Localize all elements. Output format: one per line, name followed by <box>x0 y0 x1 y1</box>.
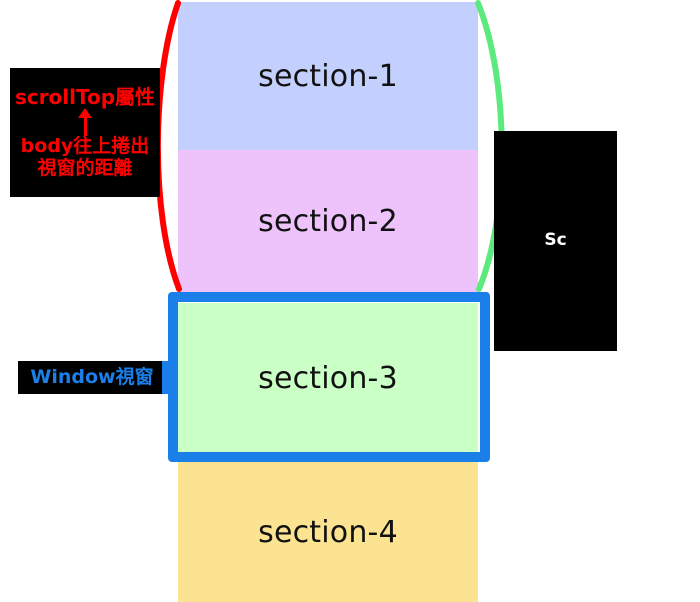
section-block-3: section-3 <box>178 303 478 453</box>
section-block-4: section-4 <box>178 462 478 602</box>
window-edge-tick <box>162 361 170 394</box>
section-label-1: section-1 <box>258 58 398 94</box>
scrolltop-desc-line2: 視窗的距離 <box>37 156 133 179</box>
section-label-2: section-2 <box>258 204 398 239</box>
left-red-arc <box>154 0 182 292</box>
scrollheight-callout: Sc <box>494 131 617 351</box>
scrolltop-callout: scrollTop屬性 body往上捲出 視窗的距離 <box>10 68 160 197</box>
section-label-4: section-4 <box>258 514 398 550</box>
scrolltop-title: scrollTop屬性 <box>14 85 156 110</box>
section-block-1: section-1 <box>178 2 478 150</box>
window-label: Window視窗 <box>30 365 154 388</box>
scrollheight-label: Sc <box>544 230 567 251</box>
section-label-3: section-3 <box>258 360 398 396</box>
scrolltop-desc-line1: body往上捲出 <box>20 135 150 158</box>
section-block-2: section-2 <box>178 150 478 293</box>
up-arrow-icon <box>14 108 156 137</box>
window-label-callout: Window視窗 <box>18 361 170 394</box>
